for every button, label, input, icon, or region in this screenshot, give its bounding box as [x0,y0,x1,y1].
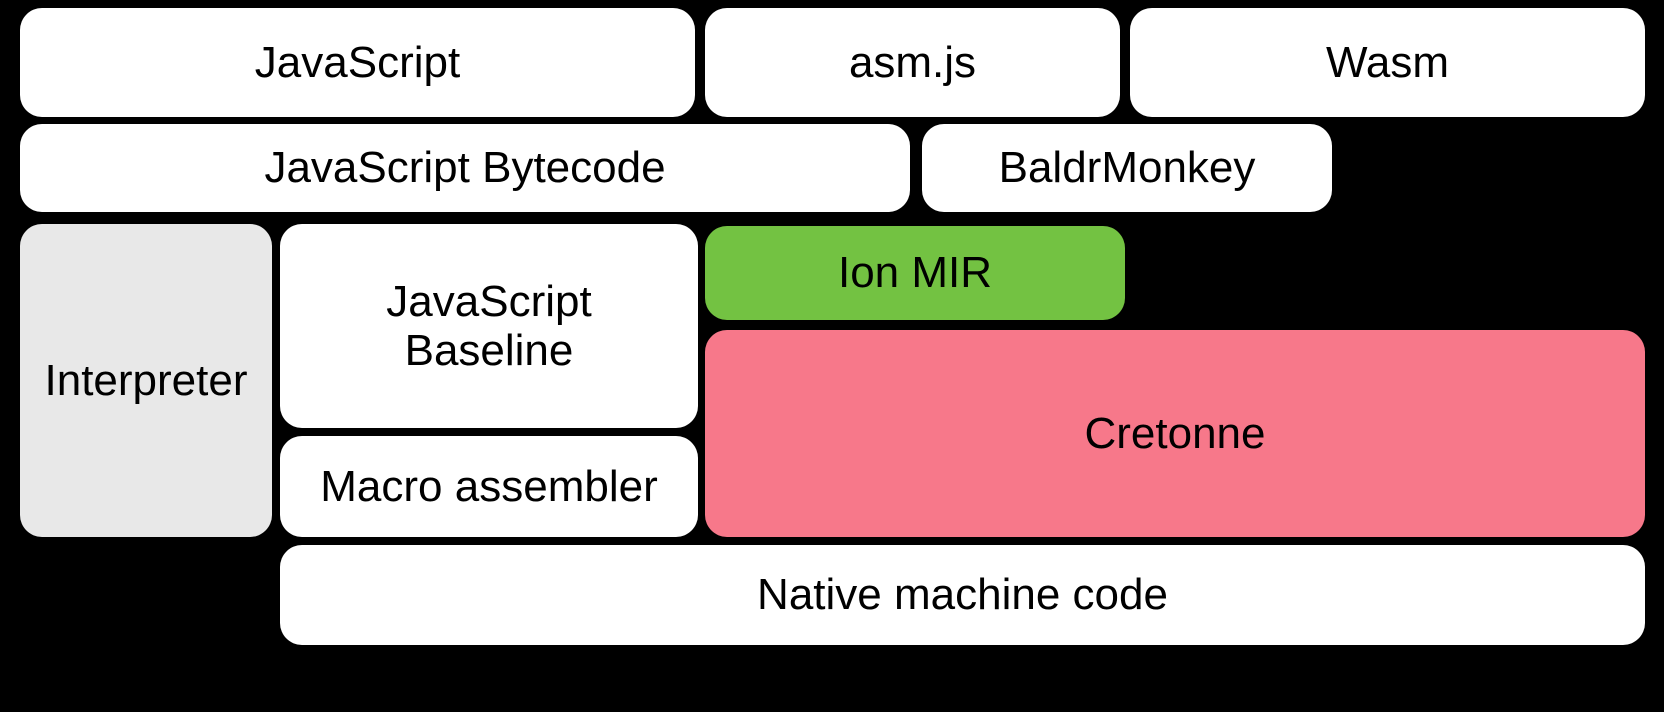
node-native-code: Native machine code [280,545,1645,645]
node-js-bytecode: JavaScript Bytecode [20,124,910,212]
node-ion-mir: Ion MIR [705,226,1125,320]
node-interpreter: Interpreter [20,224,272,537]
node-macro-assembler: Macro assembler [280,436,698,537]
node-baldrmonkey: BaldrMonkey [922,124,1332,212]
node-wasm: Wasm [1130,8,1645,117]
node-asmjs: asm.js [705,8,1120,117]
node-cretonne: Cretonne [705,330,1645,537]
node-javascript: JavaScript [20,8,695,117]
node-js-baseline: JavaScript Baseline [280,224,698,428]
